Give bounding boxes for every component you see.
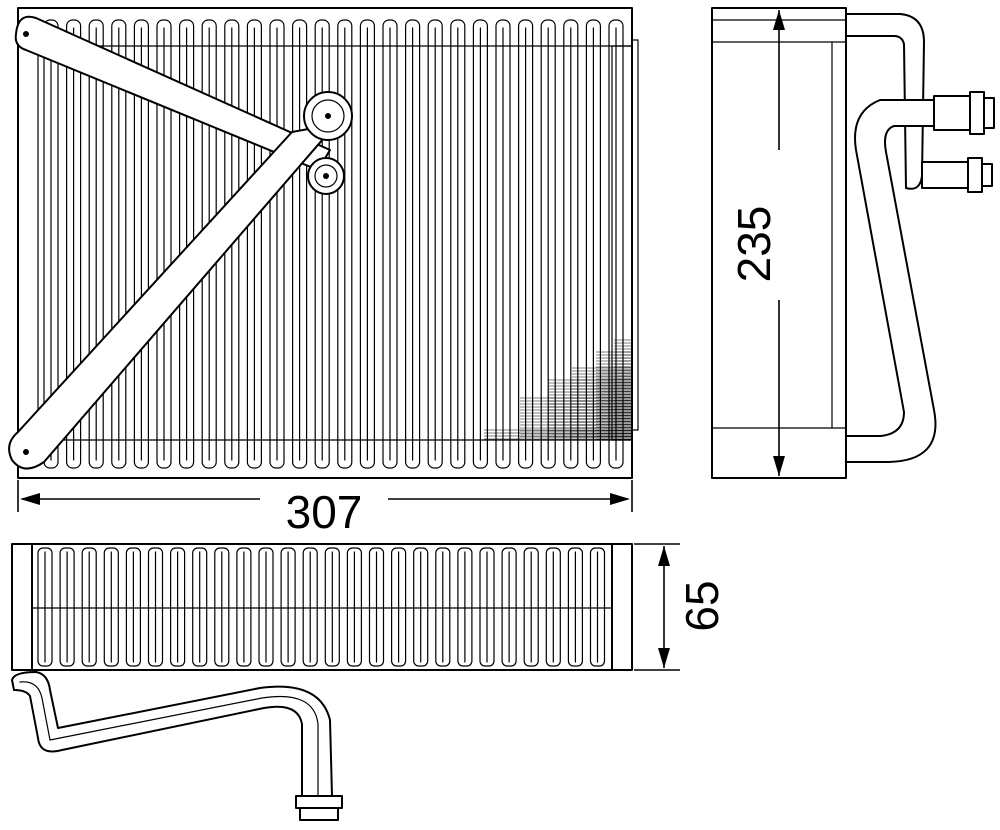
front-fitting-lower	[307, 157, 345, 195]
front-tube	[292, 19, 308, 469]
front-tube	[246, 19, 262, 469]
top-tube	[192, 547, 208, 667]
front-left-side-plate	[17, 45, 39, 441]
depth-dimension-label: 65	[676, 580, 728, 631]
side-return-pipe	[845, 13, 925, 190]
top-tube	[236, 547, 252, 667]
top-tube	[501, 547, 517, 667]
height-dimension-label: 235	[728, 206, 780, 283]
top-pipe-fitting	[295, 795, 343, 821]
top-tube	[324, 547, 340, 667]
front-tube	[405, 19, 421, 469]
front-tube	[472, 19, 488, 469]
side-main-pipe	[845, 99, 937, 463]
width-dimension: 307	[17, 480, 633, 538]
top-tube	[413, 547, 429, 667]
top-tube	[258, 547, 274, 667]
top-tube	[457, 547, 473, 667]
front-tube	[133, 19, 149, 469]
front-fitting-upper	[303, 91, 353, 141]
top-tube	[567, 547, 584, 667]
top-tube	[280, 547, 296, 667]
front-top-header	[17, 7, 633, 47]
front-tube	[382, 19, 398, 469]
side-outlet-fitting-upper	[933, 91, 995, 135]
front-upper-pipe-end-marker	[23, 31, 29, 37]
front-tube	[337, 19, 353, 469]
front-tube	[314, 19, 330, 469]
top-tube	[545, 547, 561, 667]
front-lower-pipe-end-marker	[23, 449, 29, 455]
top-tube	[346, 547, 362, 667]
top-tube	[479, 547, 495, 667]
front-tube	[43, 19, 59, 469]
front-right-tab	[631, 39, 639, 431]
front-tube	[585, 19, 602, 469]
side-outlet-fitting-lower	[921, 157, 993, 193]
top-tube	[170, 547, 186, 667]
front-tube	[517, 19, 534, 469]
width-dimension-label: 307	[286, 486, 363, 538]
top-tube	[391, 547, 407, 667]
front-tube	[540, 19, 556, 469]
front-tube	[450, 19, 466, 469]
side-core-outline	[711, 7, 847, 479]
top-tube	[125, 547, 142, 667]
front-bottom-header	[17, 439, 633, 479]
front-tube-array	[43, 19, 624, 469]
top-core-outline	[31, 543, 613, 671]
top-tube	[59, 547, 75, 667]
top-tube	[435, 547, 451, 667]
top-tube	[589, 547, 606, 667]
top-tube	[103, 547, 119, 667]
side-view: 235	[711, 7, 995, 479]
depth-dimension: 65	[634, 543, 728, 671]
top-left-end-cap	[11, 543, 33, 671]
top-right-end-cap	[611, 543, 633, 671]
front-tube	[427, 19, 443, 469]
top-view: 65	[11, 543, 728, 821]
front-tube	[563, 19, 579, 469]
front-tube	[359, 19, 375, 469]
front-right-side-plate	[611, 45, 633, 441]
front-tube	[111, 19, 127, 469]
top-tube	[81, 547, 97, 667]
top-tube	[302, 547, 318, 667]
height-dimension: 235	[728, 10, 785, 476]
front-tube	[269, 19, 285, 469]
top-tube	[37, 547, 53, 667]
top-tube	[214, 547, 230, 667]
top-pipe-inner	[19, 681, 319, 797]
top-tube	[523, 547, 539, 667]
top-tube	[368, 547, 385, 667]
front-lower-pipe	[8, 123, 337, 470]
top-pipe	[11, 671, 333, 797]
top-tube	[147, 547, 164, 667]
front-tube	[495, 19, 511, 469]
top-tube-array	[37, 547, 606, 667]
front-view: 307	[8, 7, 639, 538]
front-fin-hatching	[484, 339, 632, 440]
